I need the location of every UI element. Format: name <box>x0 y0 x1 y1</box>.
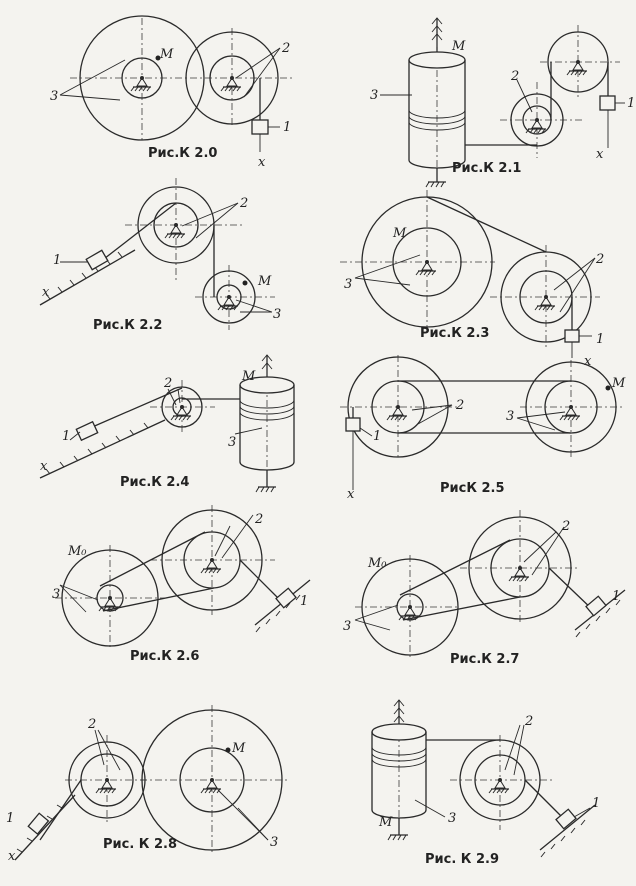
label-2: 2 <box>239 196 248 211</box>
caption-k2-3: Рис.К 2.3 <box>420 326 489 341</box>
label-3: 3 <box>370 88 378 103</box>
figure-k2-6: 2 M₀ 3 1 Рис.К 2.6 <box>52 505 311 664</box>
label-1: 1 <box>592 796 600 811</box>
label-2: 2 <box>163 376 172 391</box>
label-3: 3 <box>273 307 281 322</box>
label-3: 3 <box>343 619 351 634</box>
label-m: M <box>231 741 246 756</box>
caption-k2-5: РисК 2.5 <box>440 481 505 496</box>
label-1: 1 <box>53 253 61 268</box>
label-x: x <box>40 459 48 474</box>
label-x: x <box>584 354 592 369</box>
label-2: 2 <box>524 714 533 729</box>
caption-k2-7: Рис.К 2.7 <box>450 652 519 667</box>
figure-k2-5: M 2 3 1 x РисК 2.5 <box>340 355 626 502</box>
label-2: 2 <box>510 69 519 84</box>
label-3: 3 <box>228 435 236 450</box>
caption-k2-9: Рис. К 2.9 <box>425 852 499 867</box>
label-m: M <box>159 47 174 62</box>
label-m: M <box>451 39 466 54</box>
label-x: x <box>8 849 16 864</box>
caption-k2-1: Рис.К 2.1 <box>452 161 521 176</box>
label-2: 2 <box>281 41 290 56</box>
label-1: 1 <box>596 332 604 347</box>
label-1: 1 <box>373 429 381 444</box>
label-m: M <box>257 274 272 289</box>
label-1: 1 <box>62 429 70 444</box>
label-3: 3 <box>270 835 278 850</box>
label-1: 1 <box>627 96 635 111</box>
caption-k2-4: Рис.К 2.4 <box>120 475 189 490</box>
label-m: M <box>611 376 626 391</box>
figure-k2-2: 2 1 M 3 x Рис.К 2.2 <box>39 178 281 333</box>
label-x: x <box>42 285 50 300</box>
label-2: 2 <box>87 717 96 732</box>
label-3: 3 <box>506 409 514 424</box>
label-3: 3 <box>50 89 58 104</box>
label-2: 2 <box>595 252 604 267</box>
label-m: M <box>392 226 407 241</box>
label-3: 3 <box>52 587 60 602</box>
caption-k2-0: Рис.К 2.0 <box>148 146 217 161</box>
caption-k2-6: Рис.К 2.6 <box>130 649 199 664</box>
label-m0: M₀ <box>67 544 87 559</box>
figure-k2-0: M 2 3 1 x Рис.К 2.0 <box>50 15 295 170</box>
figure-k2-4: 2 1 M 3 x Рис.К 2.4 <box>39 354 295 493</box>
label-3: 3 <box>344 277 352 292</box>
label-2: 2 <box>254 512 263 527</box>
label-x: x <box>258 155 266 170</box>
figure-k2-7: 2 M₀ 3 1 Рис.К 2.7 <box>343 510 626 667</box>
label-m: M <box>378 815 393 830</box>
label-m0: M₀ <box>367 556 387 571</box>
caption-k2-2: Рис.К 2.2 <box>93 318 162 333</box>
label-x: x <box>596 147 604 162</box>
label-2: 2 <box>561 519 570 534</box>
label-1: 1 <box>6 811 14 826</box>
figure-k2-1: M 3 2 1 x Рис.К 2.1 <box>370 17 635 188</box>
label-3: 3 <box>448 811 456 826</box>
label-1: 1 <box>283 120 291 135</box>
label-2: 2 <box>455 398 464 413</box>
label-x: x <box>347 487 355 502</box>
caption-k2-8: Рис. К 2.8 <box>103 837 177 852</box>
label-1: 1 <box>612 589 620 604</box>
figure-k2-8: 2 M 3 1 x Рис. К 2.8 <box>6 705 290 864</box>
label-1: 1 <box>300 594 308 609</box>
label-m: M <box>241 369 256 384</box>
figure-k2-9: 2 M 3 1 Рис. К 2.9 <box>371 699 600 867</box>
figure-k2-3: M 3 2 1 x Рис.К 2.3 <box>340 190 604 369</box>
